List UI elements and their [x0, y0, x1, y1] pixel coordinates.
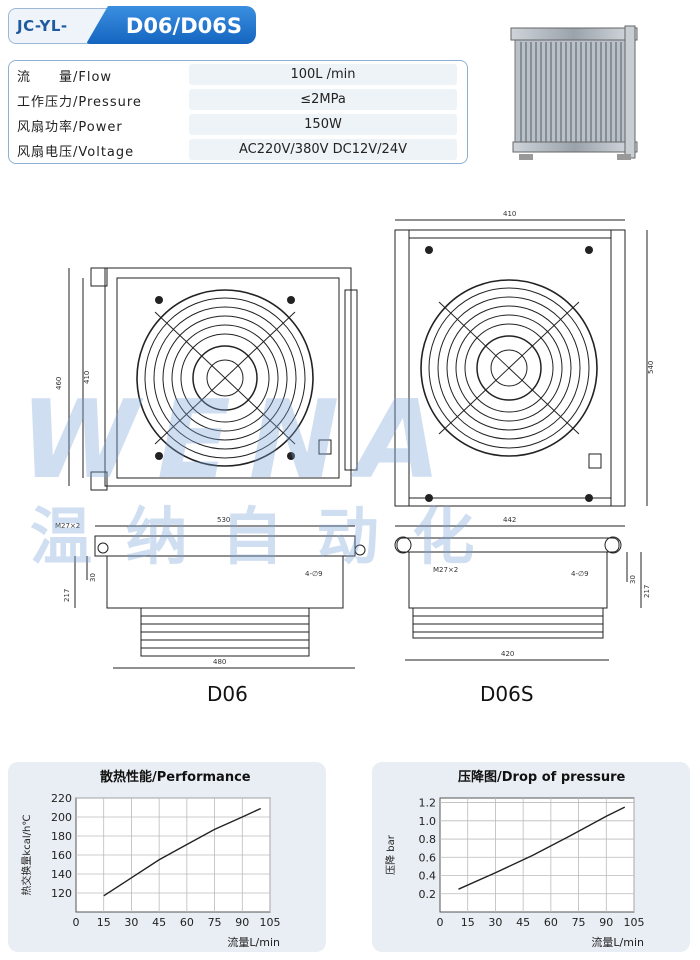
d06-holes: 4-∅9 [305, 570, 323, 578]
y-tick-label: 0.4 [419, 870, 437, 883]
x-tick-label: 45 [516, 916, 530, 929]
d06s-label: D06S [480, 682, 534, 706]
spec-label: 流 量/Flow [17, 70, 113, 85]
spec-row-pressure: 工作压力/Pressure ≤2MPa [9, 88, 467, 112]
d06s-dim-flange: 30 [629, 575, 637, 584]
spec-row-flow: 流 量/Flow 100L /min [9, 63, 467, 87]
x-tick-label: 105 [260, 916, 281, 929]
d06-dim-width-top: 530 [217, 516, 230, 524]
spec-label: 工作压力/Pressure [17, 95, 142, 110]
y-tick-label: 220 [51, 792, 72, 805]
y-axis-label: 热交换量kcal/h℃ [20, 814, 33, 895]
y-tick-label: 120 [51, 887, 72, 900]
spec-value: 150W [189, 114, 457, 135]
performance-panel: 散热性能/Performance 0 15 30 45 60 75 90 105 120 140 1… [8, 762, 326, 952]
x-tick-label: 0 [437, 916, 444, 929]
spec-row-power: 风扇功率/Power 150W [9, 113, 467, 137]
d06s-drawing: 410 540 442 420 217 30 M27×2 4-∅9 [394, 210, 655, 661]
model-title-tab: D06/D06S [86, 6, 256, 44]
spec-label: 风扇电压/Voltage [17, 145, 135, 160]
x-axis-label: 流量L/min [227, 935, 280, 949]
d06-dim-depth: 217 [63, 589, 71, 602]
d06-dim-inner-height: 410 [83, 371, 91, 384]
d06s-holes: 4-∅9 [571, 570, 589, 578]
d06-port: M27×2 [55, 522, 80, 530]
d06s-dim-width-mid: 442 [503, 516, 516, 524]
plot-area [439, 797, 635, 913]
x-tick-label: 75 [572, 916, 586, 929]
product-photo [510, 25, 638, 160]
d06-drawing: 460 410 530 480 217 30 M27×2 4-∅9 [55, 267, 366, 669]
d06s-port: M27×2 [433, 566, 458, 574]
x-tick-label: 30 [488, 916, 502, 929]
d06s-dim-bottom-width: 420 [501, 650, 514, 658]
x-tick-label: 90 [599, 916, 613, 929]
d06s-dim-height: 540 [647, 361, 655, 374]
x-tick-label: 45 [152, 916, 166, 929]
d06-dim-flange: 30 [89, 573, 97, 582]
d06-dim-height: 460 [55, 377, 63, 390]
performance-chart: 0 15 30 45 60 75 90 105 120 140 160 180 200 220 流量L/mi… [20, 792, 281, 949]
d06-dim-bottom-width: 480 [213, 658, 226, 666]
chart-title-performance: 散热性能/Performance [100, 770, 251, 785]
model-title: D06/D06S [125, 14, 242, 38]
spec-table: 流 量/Flow 100L /min 工作压力/Pressure ≤2MPa 风… [8, 60, 468, 164]
x-tick-label: 105 [624, 916, 645, 929]
x-tick-label: 60 [544, 916, 558, 929]
spec-value: AC220V/380V DC12V/24V [189, 139, 457, 160]
x-tick-label: 75 [208, 916, 222, 929]
y-tick-label: 0.2 [419, 888, 437, 901]
series-line [458, 806, 626, 890]
d06s-dim-depth: 217 [643, 585, 651, 598]
y-tick-label: 1.2 [419, 797, 437, 810]
pressure-chart: 0 15 30 45 60 75 90 105 0.2 0.4 0.6 0.8 1.0 1.2 流量L/mi… [384, 797, 645, 949]
series-prefix: JC-YL- [17, 17, 68, 35]
spec-row-voltage: 风扇电压/Voltage AC220V/380V DC12V/24V [9, 138, 467, 162]
series-line [103, 807, 262, 897]
y-tick-label: 200 [51, 811, 72, 824]
x-axis-label: 流量L/min [591, 935, 644, 949]
y-tick-label: 0.8 [419, 833, 437, 846]
pressure-panel: 压降图/Drop of pressure 0 15 30 45 60 75 90 105 0.2… [372, 762, 690, 952]
y-axis-label: 压降 bar [384, 834, 397, 875]
spec-value: ≤2MPa [189, 89, 457, 110]
spec-value: 100L /min [189, 64, 457, 85]
x-tick-label: 0 [73, 916, 80, 929]
y-tick-label: 160 [51, 849, 72, 862]
d06s-dim-width-top: 410 [503, 210, 516, 218]
x-tick-label: 30 [124, 916, 138, 929]
x-tick-label: 90 [235, 916, 249, 929]
y-tick-label: 140 [51, 868, 72, 881]
x-tick-label: 15 [97, 916, 111, 929]
spec-label: 风扇功率/Power [17, 120, 123, 135]
x-tick-label: 15 [461, 916, 475, 929]
y-tick-label: 1.0 [419, 815, 437, 828]
y-tick-label: 180 [51, 830, 72, 843]
x-tick-label: 60 [180, 916, 194, 929]
d06-label: D06 [207, 682, 248, 706]
y-tick-label: 0.6 [419, 851, 437, 864]
chart-title-pressure: 压降图/Drop of pressure [458, 770, 626, 785]
